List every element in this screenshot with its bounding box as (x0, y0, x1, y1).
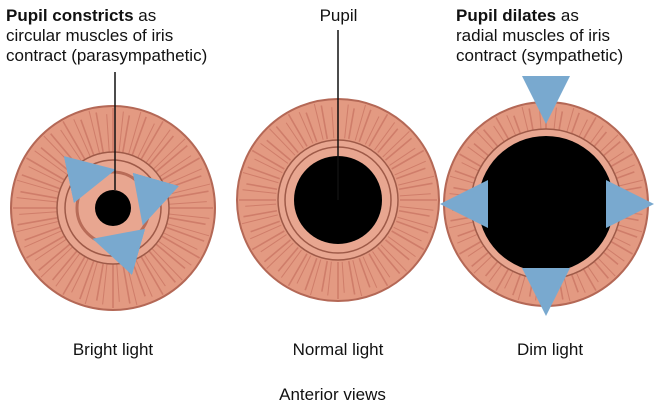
iris-bright-light (11, 72, 215, 310)
iris-normal-light (237, 30, 439, 301)
caption-bright-light: Bright light (23, 340, 203, 360)
iris-dim-light (444, 76, 648, 306)
caption-dim-light: Dim light (460, 340, 640, 360)
arrow-icon (104, 240, 132, 244)
caption-anterior-views: Anterior views (0, 385, 665, 405)
caption-normal-light: Normal light (248, 340, 428, 360)
pupil-small (95, 190, 131, 226)
pupil-large (478, 136, 614, 272)
